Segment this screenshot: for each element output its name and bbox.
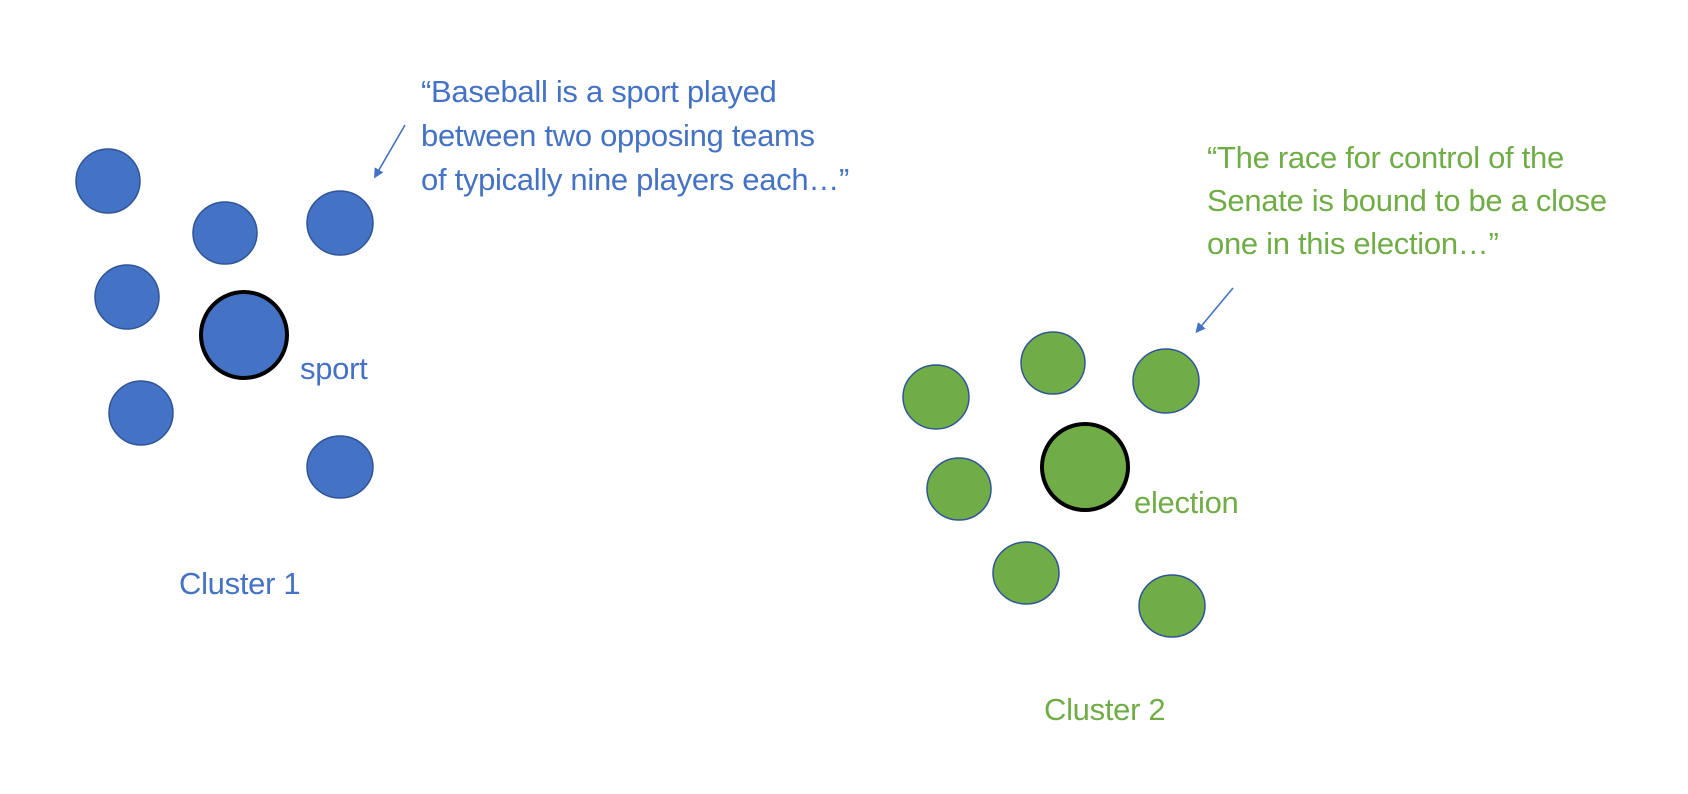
document-point (306, 190, 374, 256)
example-document-quote-cluster-1: “Baseball is a sport played between two … (421, 70, 849, 202)
document-point (1020, 331, 1086, 395)
quote-line: of typically nine players each…” (421, 162, 850, 197)
document-point (902, 364, 970, 430)
arrow-icon (373, 124, 406, 179)
centroid-keyword-cluster-1: sport (300, 351, 368, 386)
cluster-2-points (902, 331, 1206, 638)
cluster-centroid (199, 290, 289, 380)
document-point (306, 435, 374, 499)
document-point (108, 380, 174, 446)
cluster-label-2: Cluster 2 (1044, 692, 1166, 727)
document-point (1138, 574, 1206, 638)
quote-line: “The race for control of the (1207, 140, 1564, 175)
quote-line: between two opposing teams (421, 118, 815, 153)
arrow-icon (1195, 287, 1234, 334)
document-point (992, 541, 1060, 605)
document-point (926, 457, 992, 521)
cluster-label-1: Cluster 1 (179, 566, 301, 601)
document-point (75, 148, 141, 214)
example-document-quote-cluster-2: “The race for control of the Senate is b… (1207, 136, 1607, 265)
document-point (1132, 348, 1200, 414)
cluster-1-points (75, 148, 374, 499)
cluster-centroid (1040, 422, 1130, 512)
quote-line: one in this election…” (1207, 226, 1499, 261)
quote-line: Senate is bound to be a close (1207, 183, 1607, 218)
centroid-keyword-cluster-2: election (1134, 485, 1239, 520)
document-point (94, 264, 160, 330)
quote-line: “Baseball is a sport played (421, 74, 777, 109)
document-point (192, 201, 258, 265)
